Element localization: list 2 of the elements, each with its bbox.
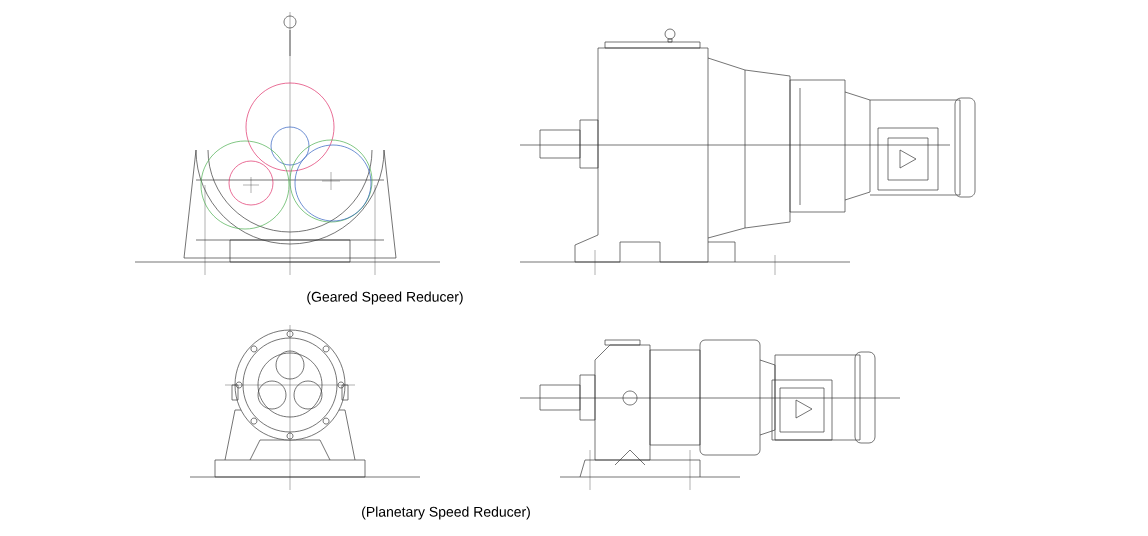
caption: (Geared Speed Reducer): [307, 291, 463, 305]
caption: (Planetary Speed Reducer): [362, 506, 530, 520]
